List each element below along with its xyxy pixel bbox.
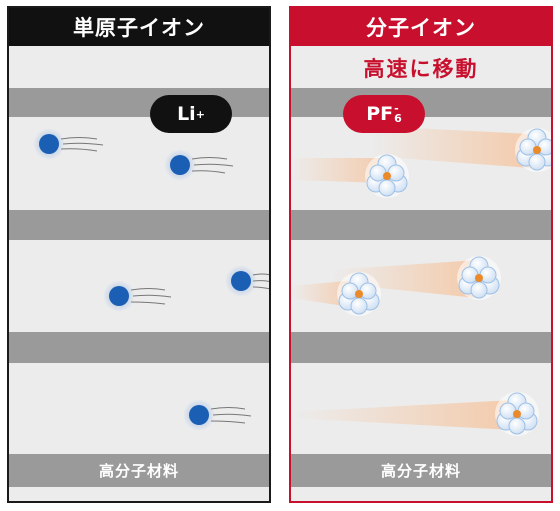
pf6-subscript: 6 <box>394 112 402 125</box>
left-material-label: 高分子材料 <box>9 454 269 487</box>
li-ion-5 <box>183 399 252 431</box>
pf6-ions-layer <box>291 126 551 437</box>
li-ion-label: Li+ <box>150 95 232 133</box>
pf6-ion-3 <box>336 271 382 317</box>
polymer-band-3 <box>291 332 551 363</box>
li-ion-3 <box>225 265 269 297</box>
li-charge: + <box>195 107 205 121</box>
polymer-band-2 <box>291 210 551 240</box>
trail-4 <box>331 260 477 298</box>
right-panel-molecular-ion: 分子イオン 高速に移動 高分子材料 <box>289 6 553 503</box>
pf6-ion-4 <box>456 255 502 301</box>
li-ion-1 <box>33 128 104 160</box>
trail-1 <box>291 158 385 183</box>
right-material-label: 高分子材料 <box>291 454 551 487</box>
pf6-charge: - <box>394 102 399 115</box>
polymer-band-3 <box>9 332 269 363</box>
li-ion-4 <box>103 280 172 312</box>
li-ion-2 <box>164 149 234 181</box>
trail-2 <box>371 126 531 168</box>
pf6-ion-label: PF-6 <box>343 95 425 133</box>
right-panel-subtitle: 高速に移動 <box>363 57 479 81</box>
polymer-band-2 <box>9 210 269 240</box>
right-panel-title: 分子イオン <box>291 8 551 46</box>
trail-5 <box>291 400 513 430</box>
pf6-ion-5 <box>494 391 540 437</box>
li-ions-layer <box>33 128 269 431</box>
left-panel-title: 単原子イオン <box>9 8 269 46</box>
left-panel-single-atom-ion: 単原子イオン 高分子材料 <box>7 6 271 503</box>
pf6-ion-1 <box>364 153 410 199</box>
li-symbol: Li <box>177 103 196 125</box>
pf-symbol: PF <box>366 103 394 125</box>
